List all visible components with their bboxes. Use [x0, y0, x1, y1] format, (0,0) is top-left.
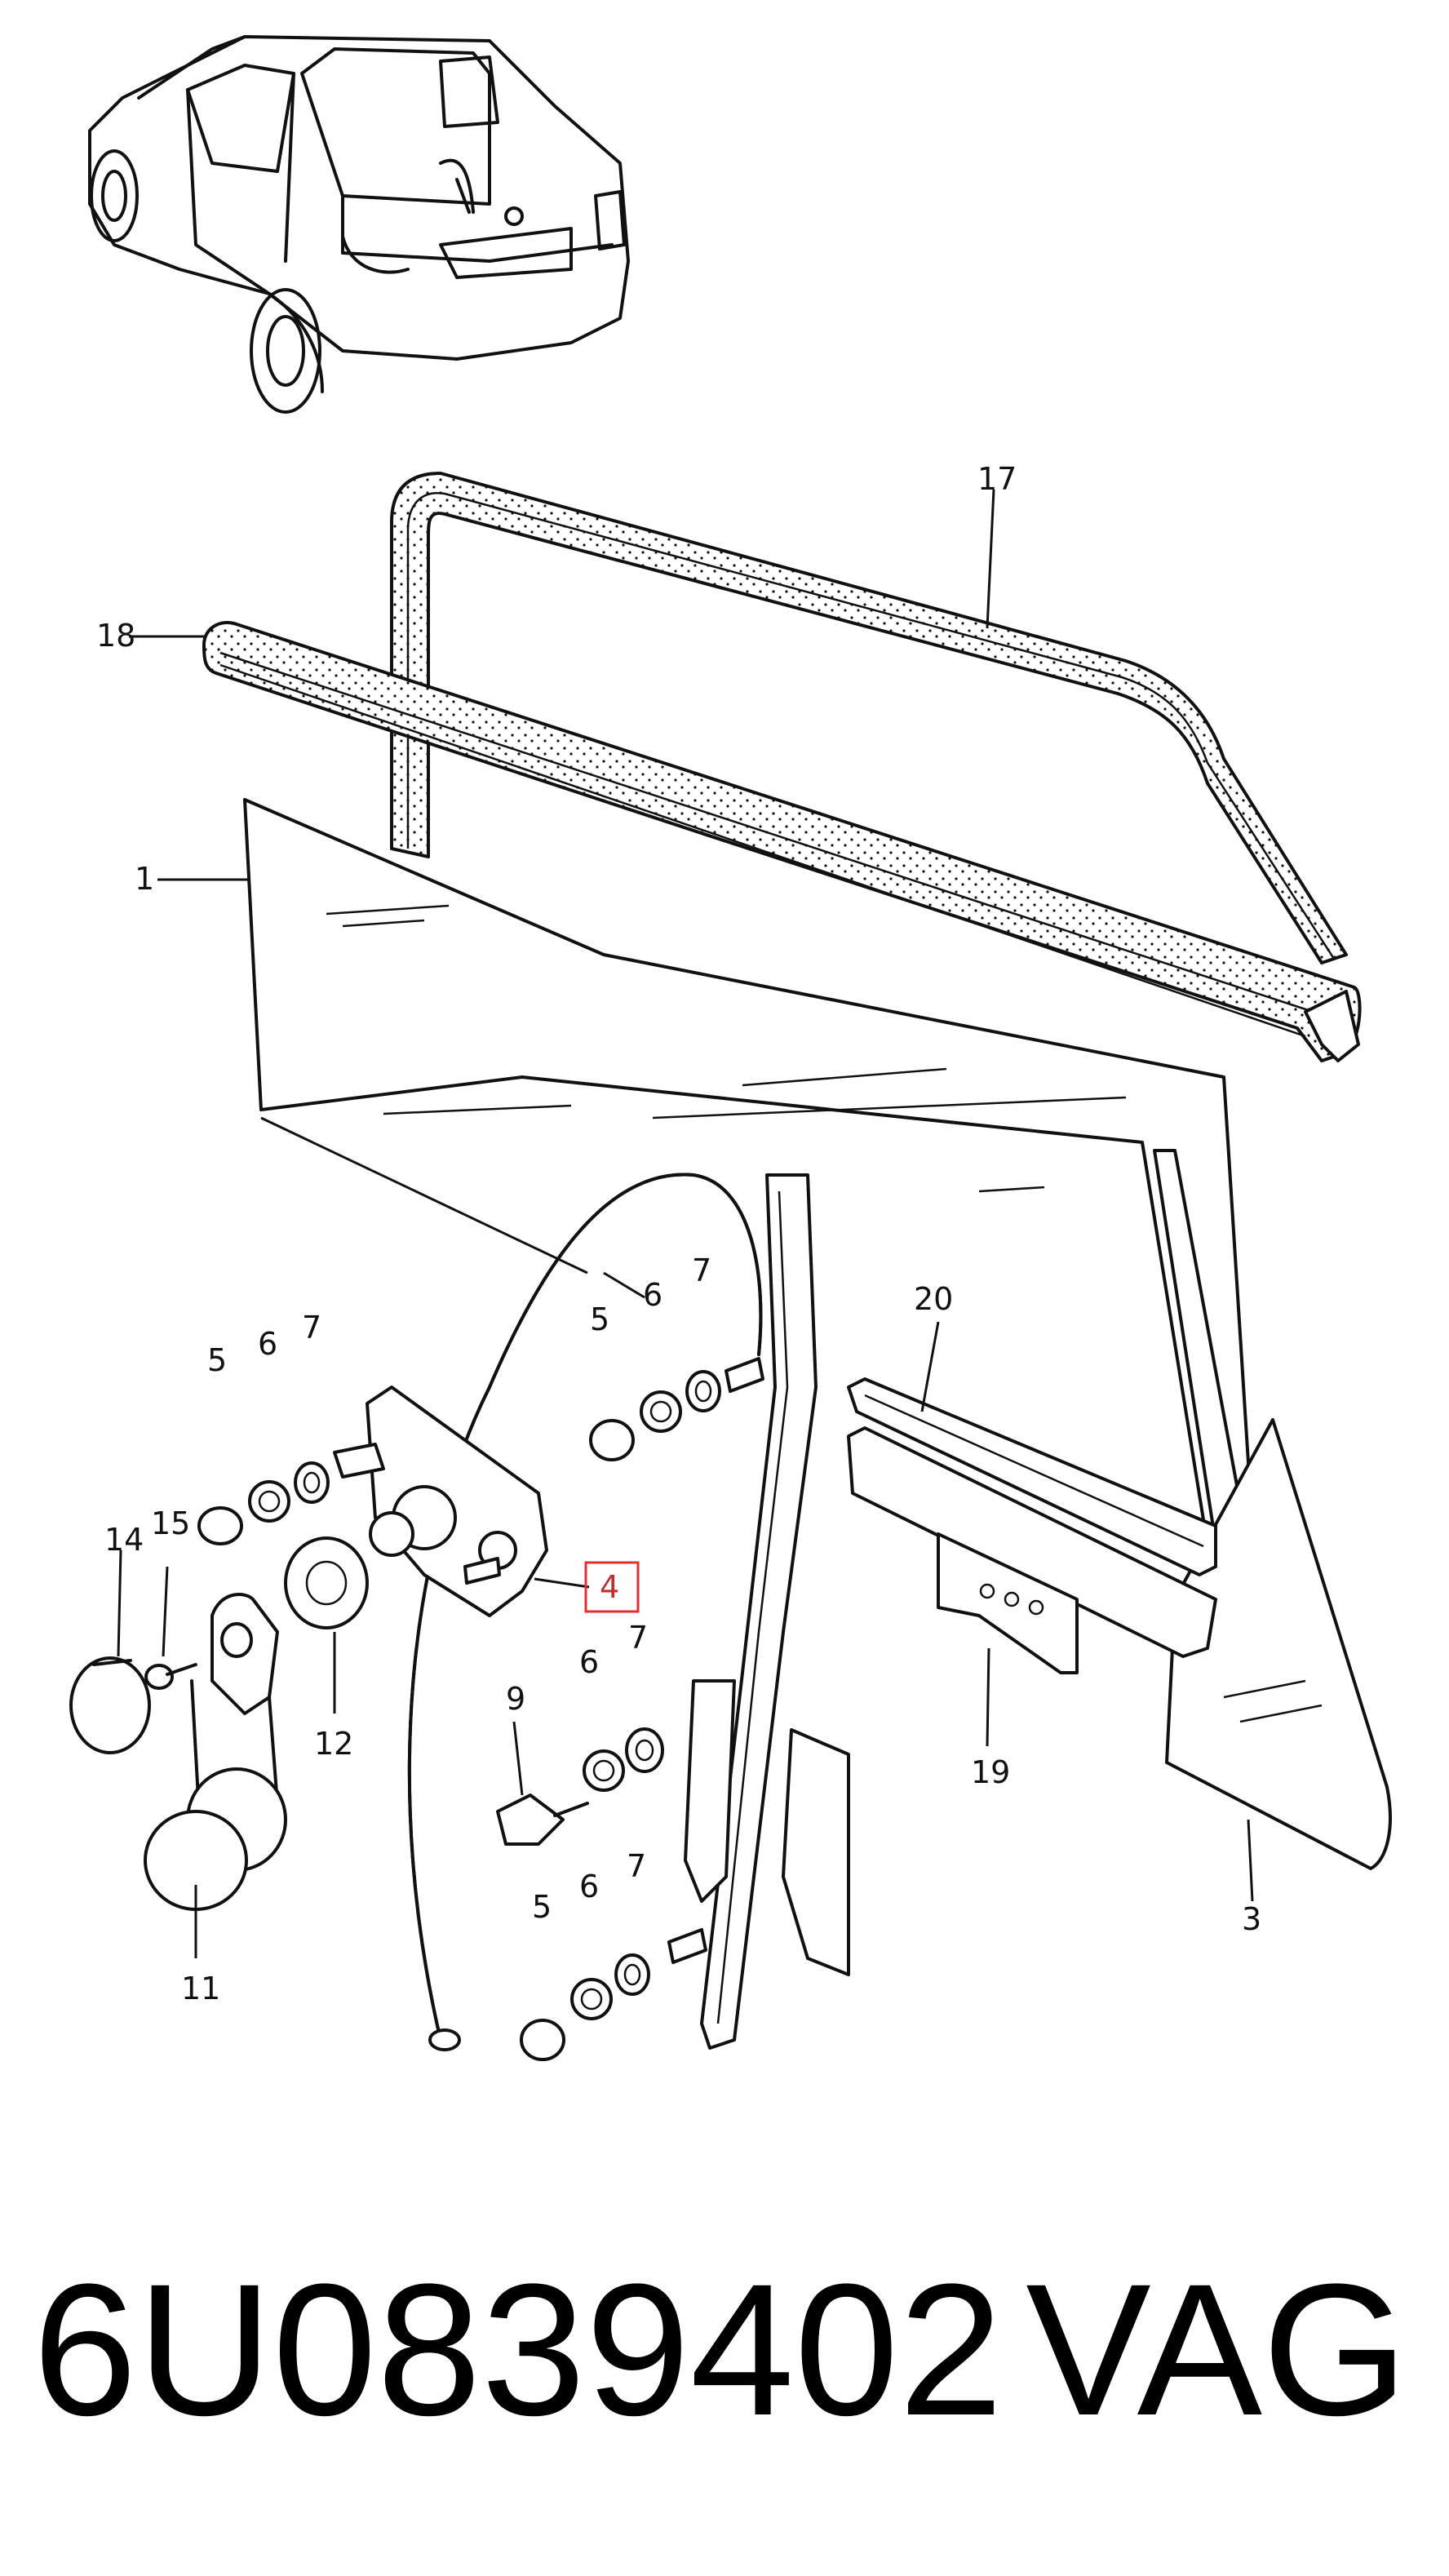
callout-4-highlight: 4 — [584, 1561, 640, 1613]
callout-7c: 7 — [628, 1620, 648, 1656]
screw-15 — [144, 1663, 197, 1690]
callout-11: 11 — [181, 1971, 220, 2006]
callout-12: 12 — [314, 1726, 353, 1762]
crank-11 — [144, 1593, 287, 1911]
regulator-rail — [684, 1173, 850, 2050]
callout-19: 19 — [971, 1754, 1010, 1790]
callout-6b: 6 — [258, 1326, 277, 1362]
fasteners-lower-middle — [583, 1727, 664, 1792]
callout-3: 3 — [1242, 1901, 1261, 1937]
bolt-9 — [496, 1793, 589, 1846]
quarter-glass-3 — [1153, 1149, 1392, 1870]
waist-seal-18 — [202, 621, 1362, 1062]
callout-labels: 17 18 1 5 6 7 5 6 7 20 14 15 4 12 9 6 7 … — [96, 461, 1261, 2006]
fasteners-middle — [589, 1357, 764, 1461]
callout-7b: 7 — [302, 1310, 321, 1346]
callout-15: 15 — [151, 1505, 190, 1541]
motor-bracket-4 — [333, 1386, 548, 1617]
door-frame-seal-17 — [390, 472, 1348, 964]
fasteners-bottom — [520, 1928, 707, 2061]
washer-12 — [284, 1536, 369, 1629]
callout-5b: 5 — [207, 1342, 227, 1378]
handle-cap-14 — [69, 1656, 151, 1754]
callout-20: 20 — [914, 1281, 953, 1317]
callout-6d: 6 — [579, 1869, 599, 1904]
callout-7d: 7 — [627, 1848, 646, 1884]
callout-9: 9 — [506, 1681, 525, 1717]
channel-19 — [847, 1426, 1217, 1674]
callout-6a: 6 — [643, 1277, 662, 1313]
callout-4: 4 — [600, 1569, 619, 1605]
callout-1: 1 — [135, 861, 154, 897]
fasteners-left — [197, 1461, 330, 1545]
callout-14: 14 — [104, 1522, 144, 1558]
callout-17: 17 — [977, 461, 1017, 497]
cable-tube — [407, 1173, 763, 2051]
callout-6c: 6 — [579, 1644, 599, 1680]
car-thumbnail — [88, 35, 630, 414]
part-number: 6U0839402 — [33, 2245, 1004, 2454]
parts-diagram: 17 18 1 5 6 7 5 6 7 20 14 15 4 12 9 6 7 … — [69, 35, 1392, 2061]
callout-5a: 5 — [590, 1301, 609, 1337]
footer: 6U0839402 VAG — [0, 2228, 1449, 2472]
callout-7a: 7 — [692, 1253, 711, 1288]
brand-name: VAG — [1026, 2245, 1408, 2454]
callout-18: 18 — [96, 618, 135, 654]
callout-5d: 5 — [532, 1889, 552, 1925]
guide-rail-20 — [847, 1377, 1217, 1576]
leader-lines — [117, 489, 1254, 1958]
